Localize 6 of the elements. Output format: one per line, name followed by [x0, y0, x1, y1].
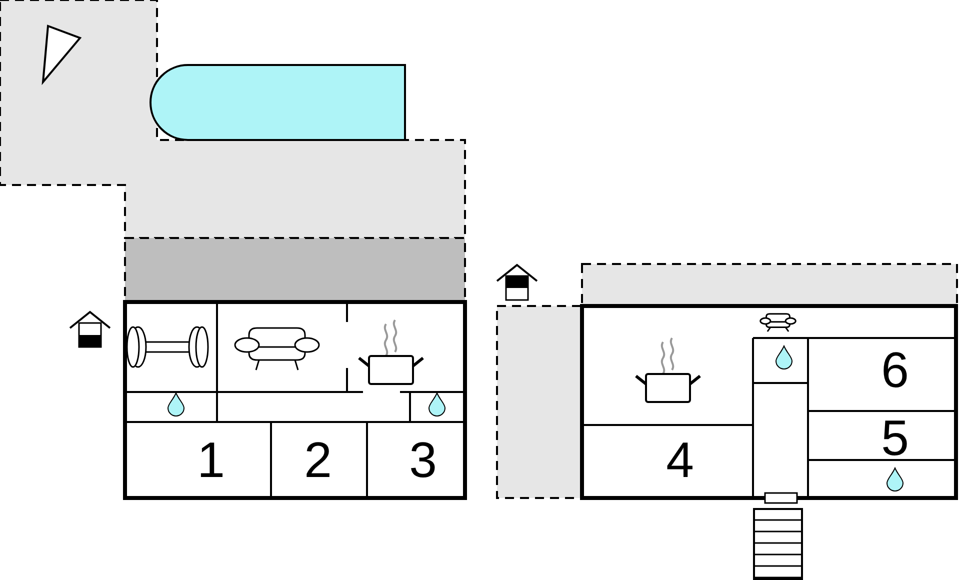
room-number: 5: [881, 413, 909, 463]
room-number: 6: [881, 345, 909, 395]
room-number: 2: [304, 435, 332, 485]
room-number: 3: [409, 435, 437, 485]
room-number: 4: [666, 435, 694, 485]
room-number: 1: [197, 435, 225, 485]
